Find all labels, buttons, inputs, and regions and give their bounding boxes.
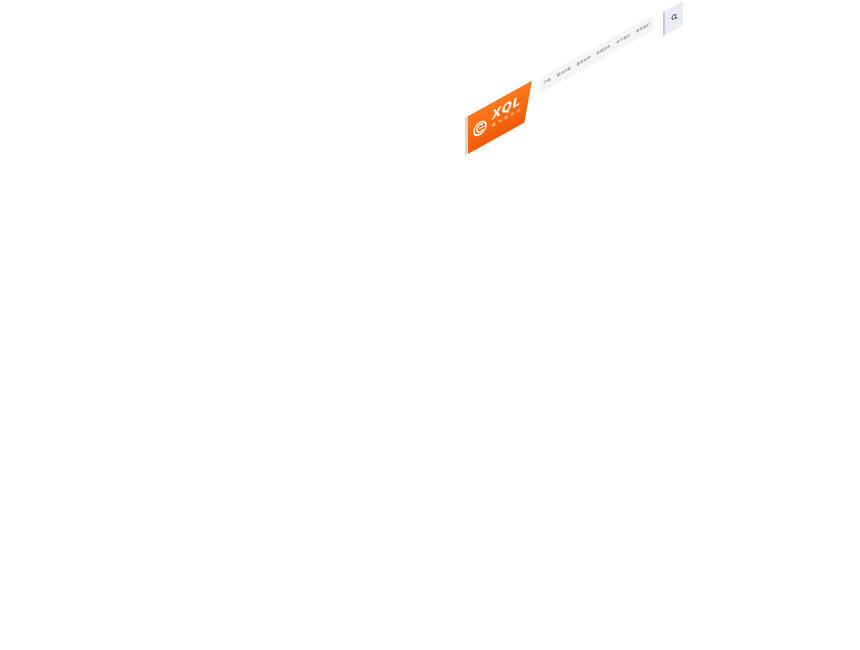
search-icon xyxy=(671,14,678,20)
search-button[interactable] xyxy=(663,0,683,37)
site-header: XQL 鑫 巧 隆 科 技 产品 解决方案 服务支持 新闻资讯 关于我们 联系我… xyxy=(465,0,688,156)
brand-mark-icon xyxy=(473,117,487,139)
logo-edge xyxy=(465,116,468,156)
nav-item-contact[interactable]: 联系我们 xyxy=(636,22,651,34)
main-nav: 产品 解决方案 服务支持 新闻资讯 关于我们 联系我们 xyxy=(541,15,653,93)
nav-item-products[interactable]: 产品 xyxy=(543,77,551,85)
nav-item-solutions[interactable]: 解决方案 xyxy=(556,66,571,78)
brand-logo[interactable]: XQL 鑫 巧 隆 科 技 xyxy=(468,81,532,154)
nav-item-support[interactable]: 服务支持 xyxy=(576,55,591,67)
nav-item-about[interactable]: 关于我们 xyxy=(616,33,631,45)
nav-item-news[interactable]: 新闻资讯 xyxy=(596,44,611,56)
